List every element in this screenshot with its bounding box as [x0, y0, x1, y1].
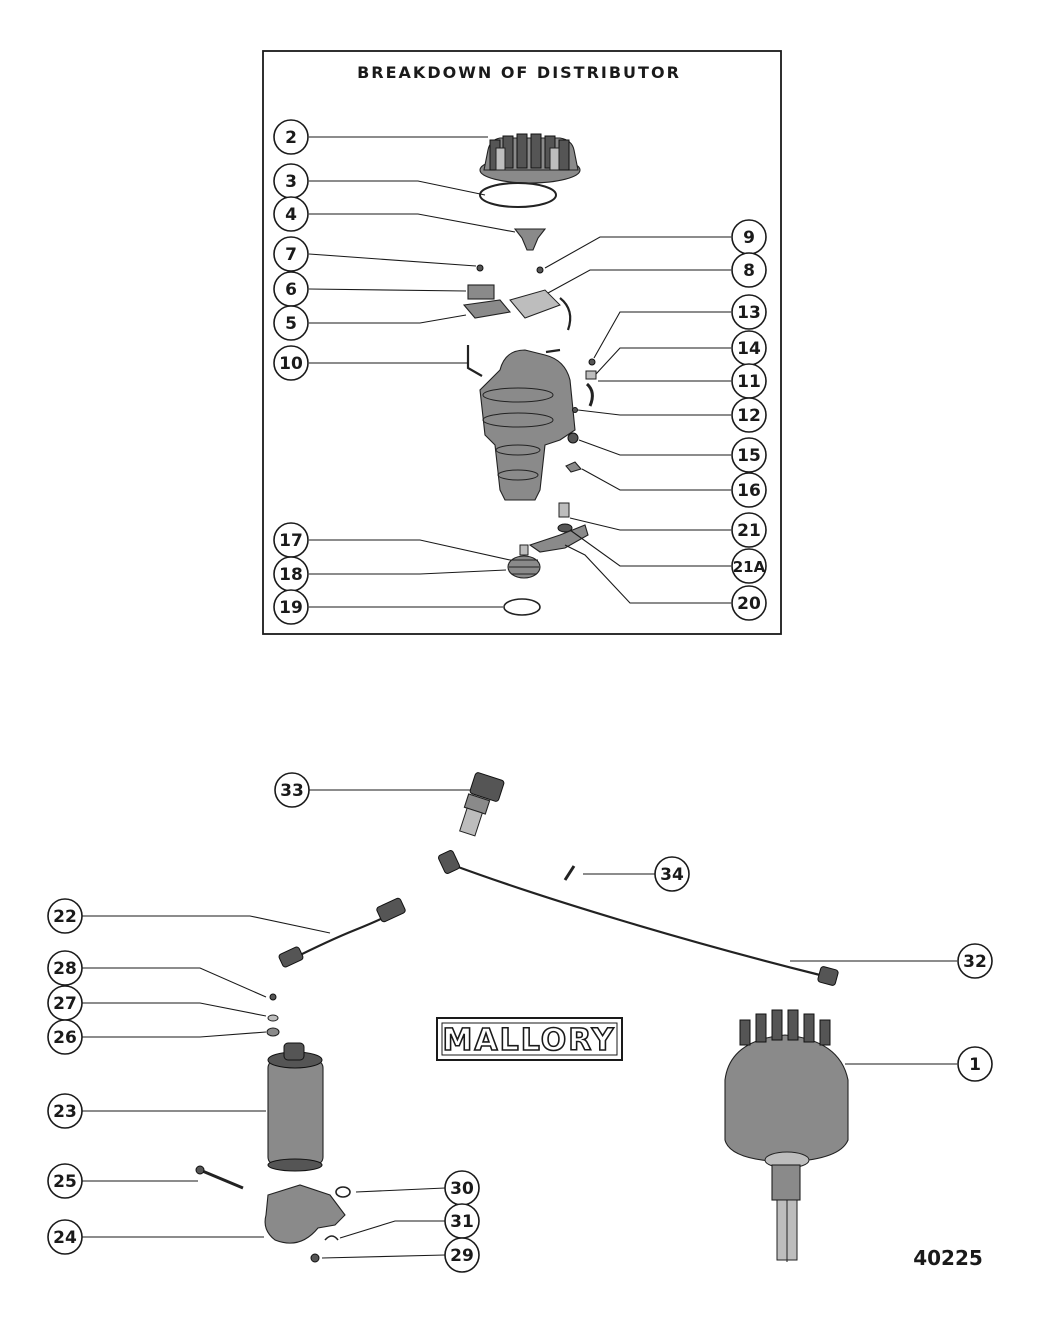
bracket-screw-part — [195, 1165, 244, 1190]
svg-text:8: 8 — [743, 261, 755, 281]
callout-32: 32 — [957, 943, 993, 979]
svg-text:2: 2 — [285, 128, 297, 148]
drive-gear-part — [507, 544, 541, 579]
svg-text:25: 25 — [53, 1172, 77, 1192]
distributor-housing-part — [466, 345, 576, 501]
sensor-part — [459, 772, 505, 837]
svg-text:27: 27 — [53, 994, 77, 1014]
callout-22: 22 — [47, 898, 83, 934]
breaker-plate-part — [462, 284, 572, 331]
callout-10: 10 — [273, 345, 309, 381]
callout-21: 21 — [731, 512, 767, 548]
callout-12: 12 — [731, 397, 767, 433]
svg-text:33: 33 — [280, 781, 304, 801]
brand-label: MALLORY — [443, 1023, 616, 1058]
callout-4: 4 — [273, 196, 309, 232]
callout-9: 9 — [731, 219, 767, 255]
callout-13: 13 — [731, 294, 767, 330]
callout-14: 14 — [731, 330, 767, 366]
callout-24: 24 — [47, 1219, 83, 1255]
callout-19: 19 — [273, 589, 309, 625]
leader-lines — [82, 136, 957, 1259]
rotor-part — [513, 228, 547, 251]
svg-text:14: 14 — [737, 339, 761, 359]
callout-5: 5 — [273, 305, 309, 341]
svg-text:21A: 21A — [733, 558, 766, 576]
svg-text:19: 19 — [279, 598, 303, 618]
svg-text:15: 15 — [737, 446, 761, 466]
breakdown-frame — [262, 50, 782, 635]
callout-15: 15 — [731, 437, 767, 473]
figure-number: 40225 — [913, 1246, 983, 1270]
callout-11: 11 — [731, 363, 767, 399]
primary-lead-part — [278, 897, 406, 968]
ignition-coil-part — [267, 1042, 324, 1172]
svg-text:30: 30 — [450, 1179, 474, 1199]
nuts-washers-part — [266, 993, 280, 1037]
pin-part — [563, 865, 576, 881]
svg-text:31: 31 — [450, 1212, 474, 1232]
callout-17: 17 — [273, 522, 309, 558]
hold-down-clamp-part — [528, 502, 589, 553]
svg-text:10: 10 — [279, 354, 303, 374]
callout-20: 20 — [731, 585, 767, 621]
svg-text:32: 32 — [963, 952, 987, 972]
distributor-assembly-part — [724, 1009, 849, 1262]
callout-1: 1 — [957, 1046, 993, 1082]
callout-34: 34 — [654, 856, 690, 892]
svg-text:12: 12 — [737, 406, 761, 426]
thrust-washer-part — [503, 598, 541, 616]
callout-7: 7 — [273, 236, 309, 272]
svg-text:1: 1 — [969, 1055, 981, 1075]
callout-16: 16 — [731, 472, 767, 508]
svg-text:34: 34 — [660, 865, 684, 885]
callout-33: 33 — [274, 772, 310, 808]
svg-text:23: 23 — [53, 1102, 77, 1122]
callout-23: 23 — [47, 1093, 83, 1129]
svg-text:26: 26 — [53, 1028, 77, 1048]
svg-text:7: 7 — [285, 245, 297, 265]
callout-2: 2 — [273, 119, 309, 155]
breakdown-title: BREAKDOWN OF DISTRIBUTOR — [357, 63, 681, 82]
callout-18: 18 — [273, 556, 309, 592]
callout-3: 3 — [273, 163, 309, 199]
callout-30: 30 — [444, 1170, 480, 1206]
small-screws-part — [476, 264, 544, 274]
svg-text:11: 11 — [737, 372, 761, 392]
callout-31: 31 — [444, 1203, 480, 1239]
svg-text:22: 22 — [53, 907, 77, 927]
svg-text:17: 17 — [279, 531, 303, 551]
callout-6: 6 — [273, 271, 309, 307]
svg-text:9: 9 — [743, 228, 755, 248]
callout-29: 29 — [444, 1237, 480, 1273]
coil-bracket-part — [264, 1184, 351, 1263]
svg-text:3: 3 — [285, 172, 297, 192]
svg-text:4: 4 — [285, 205, 297, 225]
brand-box: MALLORY — [436, 1017, 623, 1061]
cap-gasket-part — [479, 182, 557, 208]
distributor-cap-part — [479, 133, 581, 184]
callout-25: 25 — [47, 1163, 83, 1199]
svg-text:28: 28 — [53, 959, 77, 979]
callout-21a: 21A — [731, 548, 767, 584]
callout-8: 8 — [731, 252, 767, 288]
callout-28: 28 — [47, 950, 83, 986]
coil-wire-part — [438, 850, 839, 986]
advance-parts — [565, 358, 597, 473]
svg-text:29: 29 — [450, 1246, 474, 1266]
svg-text:20: 20 — [737, 594, 761, 614]
svg-text:13: 13 — [737, 303, 761, 323]
callout-26: 26 — [47, 1019, 83, 1055]
svg-text:6: 6 — [285, 280, 297, 300]
svg-text:16: 16 — [737, 481, 761, 501]
svg-text:21: 21 — [737, 521, 761, 541]
callout-27: 27 — [47, 985, 83, 1021]
svg-text:5: 5 — [285, 314, 297, 334]
svg-text:18: 18 — [279, 565, 303, 585]
svg-text:24: 24 — [53, 1228, 77, 1248]
